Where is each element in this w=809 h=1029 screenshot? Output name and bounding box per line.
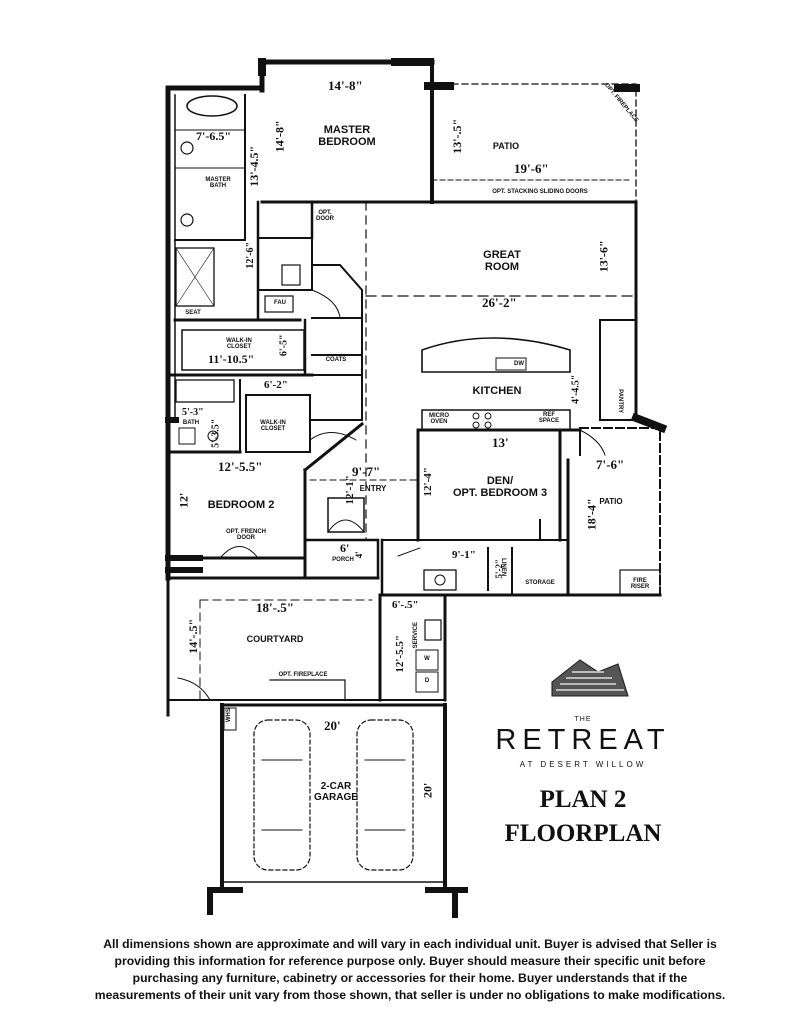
den-width-dim: 13': [492, 435, 509, 450]
entry-label: ENTRY: [359, 484, 387, 493]
great-width-dim: 26'-2": [482, 295, 517, 310]
seat-label: SEAT: [185, 310, 201, 316]
brand-name: RETREAT: [495, 724, 671, 756]
garage-height-dim: 20': [420, 782, 435, 798]
bath2-dim-b: 5'-3.5": [210, 418, 222, 448]
den-height-dim: 12'-4": [421, 467, 434, 497]
linen-height-dim: 5'-2": [494, 558, 505, 579]
service-label: SERVICE: [412, 622, 419, 649]
master-height-dim: 14'-8": [272, 120, 287, 153]
service-height-dim: 12'-5.5": [394, 634, 407, 673]
coats-label: COATS: [325, 357, 347, 363]
kitchen-height-dim: 4'-4.5": [570, 374, 582, 404]
fire-riser-label: FIRE RISER: [630, 578, 650, 591]
bedroom-2-label: BEDROOM 2: [207, 499, 275, 511]
walk-in-closet-1-label: WALK-IN CLOSET: [226, 338, 252, 351]
brand-subtitle: AT DESERT WILLOW: [519, 760, 647, 769]
plan-type: FLOORPLAN: [504, 820, 662, 847]
master-width-dim: 14'-8": [328, 78, 363, 93]
patio-right-label: PATIO: [599, 497, 623, 506]
logo-mark: [551, 659, 629, 697]
storage-label: STORAGE: [525, 580, 555, 586]
disclaimer-text: All dimensions shown are approximate and…: [94, 937, 726, 1002]
master-bath-label: MASTER BATH: [205, 177, 231, 190]
garage-label: 2-CAR GARAGE: [314, 781, 358, 803]
den-label: DEN/ OPT. BEDROOM 3: [452, 475, 548, 499]
closet-height-dim: 6'-5": [278, 334, 290, 357]
brand-the: THE: [574, 716, 592, 723]
closet2-width-dim: 6'-2": [264, 379, 288, 391]
dw-label: DW: [514, 361, 524, 367]
closet-width-dim: 11'-10.5": [208, 352, 255, 366]
dryer-label: D: [424, 678, 430, 684]
bath-width-dim: 7'-6.5": [196, 129, 231, 143]
opt-french-door-note: OPT. FRENCH DOOR: [225, 529, 266, 542]
entry-height-dim: 12'-1": [343, 475, 356, 505]
bedroom2-width-dim: 12'-5.5": [218, 459, 263, 474]
bedroom2-height-dim: 12': [176, 492, 191, 508]
whs-label: WHS: [225, 708, 232, 723]
patio-top-label: PATIO: [492, 141, 520, 151]
fau-label: FAU: [274, 300, 286, 306]
patio-width-dim: 19'-6": [514, 161, 549, 176]
garage-width-dim: 20': [324, 718, 341, 733]
courtyard-height-dim: 14'-.5": [186, 618, 201, 654]
bath-height-dim: 13'-4.5": [247, 145, 262, 187]
patio2-width-dim: 7'-6": [596, 457, 625, 472]
patio2-height-dim: 18'-4": [584, 498, 599, 531]
plan-name: PLAN 2: [539, 786, 627, 813]
patio-height-dim: 13'-.5": [450, 118, 465, 154]
bath2-dim-a: 5'-3": [182, 407, 204, 418]
micro-oven-label: MICRO OVEN: [429, 413, 449, 426]
entry-width-dim: 9'-7": [352, 464, 381, 479]
courtyard-label: COURTYARD: [246, 634, 304, 644]
closet2-height-dim: 12'-6": [245, 241, 257, 269]
great-height-dim: 13'-6": [596, 240, 611, 273]
ref-space-label: REF SPACE: [538, 412, 560, 425]
courtyard-width-dim: 18'-.5": [256, 600, 294, 615]
porch-label: PORCH: [332, 557, 354, 563]
kitchen-label: KITCHEN: [472, 385, 522, 397]
walk-in-closet-2-label: WALK-IN CLOSET: [260, 420, 286, 433]
washer-label: W: [424, 656, 430, 662]
master-bedroom-label: MASTER BEDROOM: [318, 124, 376, 148]
bath-2-label: BATH: [182, 420, 200, 426]
pantry-label: PANTRY: [617, 389, 624, 414]
laundry-width-dim: 9'-1": [452, 549, 476, 561]
porch-height-dim: 4': [353, 551, 364, 559]
porch-width-dim: 6': [340, 541, 350, 555]
opt-fireplace-courtyard-note: OPT. FIREPLACE: [278, 672, 328, 678]
service-width-dim: 6'-.5": [392, 599, 419, 611]
opt-door-note: OPT. DOOR: [316, 210, 334, 223]
great-room-label: GREAT ROOM: [483, 249, 521, 273]
opt-stacking-doors-note: OPT. STACKING SLIDING DOORS: [492, 189, 588, 195]
